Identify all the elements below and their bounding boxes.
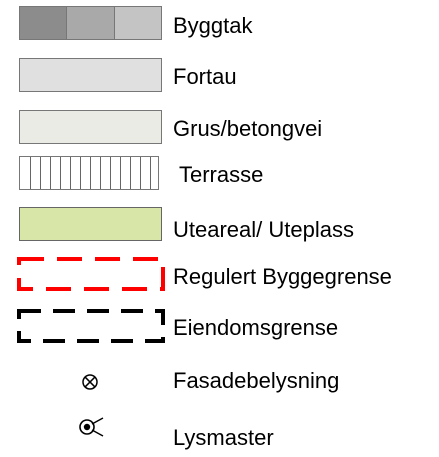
legend-label-regulert-byggegrense: Regulert Byggegrense	[173, 264, 392, 289]
terrace-hatch-swatch	[19, 156, 159, 190]
legend-label-terrasse: Terrasse	[179, 162, 264, 187]
legend-label-uteareal: Uteareal/ Uteplass	[173, 217, 354, 242]
outdoor-area-swatch	[19, 207, 162, 241]
black-dashed-boundary	[17, 309, 165, 343]
legend-label-eiendomsgrense: Eiendomsgrense	[173, 315, 339, 340]
light-pole-icon	[79, 417, 104, 437]
roof-swatch-segment	[67, 7, 115, 39]
red-dashed-boundary	[17, 257, 165, 291]
legend-label-grus: Grus/betongvei	[173, 116, 323, 141]
legend-label-byggtak: Byggtak	[173, 13, 253, 38]
roof-swatch-segment	[114, 7, 161, 39]
roof-swatch-segment	[20, 7, 68, 39]
legend-label-fasadebelysning: Fasadebelysning	[173, 368, 340, 393]
legend-label-lysmaster: Lysmaster	[173, 425, 274, 450]
gravel-swatch	[19, 110, 162, 144]
legend-label-fortau: Fortau	[173, 64, 237, 89]
sidewalk-swatch	[19, 58, 162, 92]
facade-light-icon	[82, 374, 98, 390]
roof-swatch	[19, 6, 162, 40]
